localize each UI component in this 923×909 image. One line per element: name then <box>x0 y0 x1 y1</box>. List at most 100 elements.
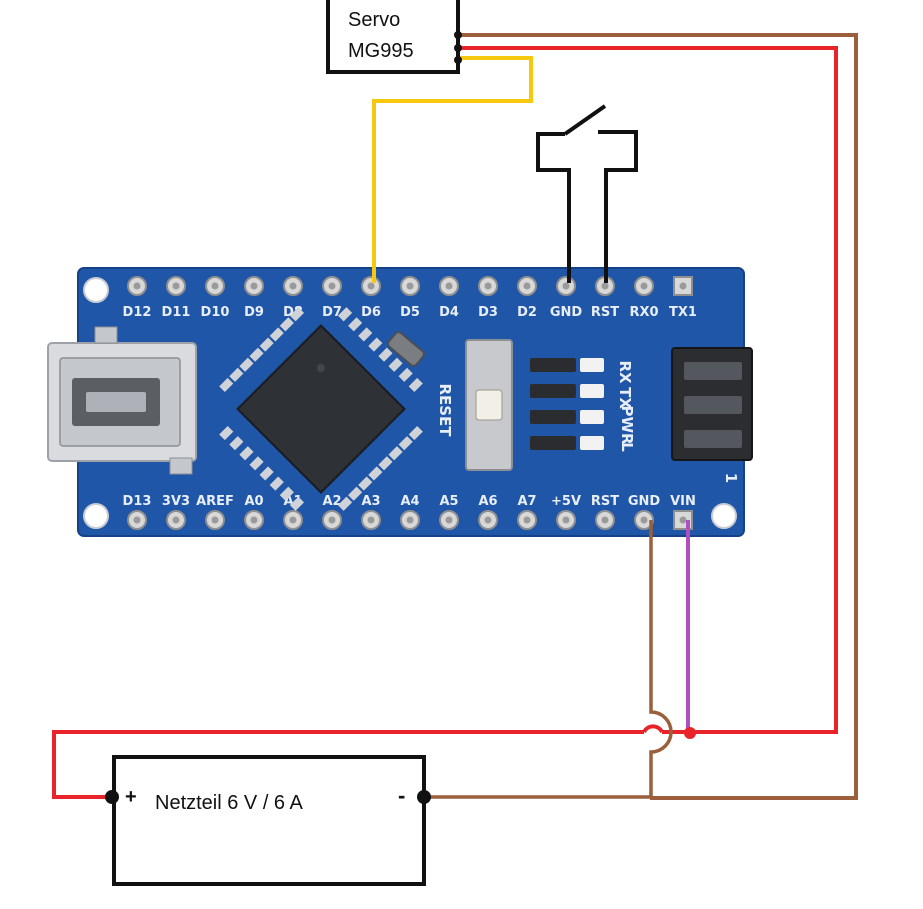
switch-lever <box>563 104 607 136</box>
top-pin-hole <box>406 282 414 290</box>
chip-leg <box>289 496 305 511</box>
top-pin-label: D4 <box>439 305 459 320</box>
chip-leg <box>398 436 413 451</box>
atmega-chip <box>219 307 423 511</box>
chip-leg <box>229 436 244 451</box>
bottom-pin-label: D13 <box>123 494 152 509</box>
plus-terminal-label: + <box>125 786 137 808</box>
top-pin-label: D7 <box>322 305 342 320</box>
top-pin-label: RST <box>591 305 619 320</box>
chip-leg <box>408 377 423 393</box>
chip-leg <box>269 327 284 342</box>
top-pin-label: D2 <box>517 305 537 320</box>
servo-pin <box>454 56 462 64</box>
top-pin-hole <box>445 282 453 290</box>
bottom-pin-hole <box>601 516 609 524</box>
chip-leg <box>279 317 294 332</box>
bottom-pin-hole <box>172 516 180 524</box>
bottom-pin-label: VIN <box>670 494 696 509</box>
led-label-rx: RX <box>616 360 634 384</box>
top-pin-hole <box>367 282 375 290</box>
bottom-pin-hole <box>289 516 297 524</box>
chip-leg <box>378 456 393 471</box>
crystal <box>387 331 425 367</box>
top-pin-hole <box>133 282 141 290</box>
top-pin-hole <box>601 282 609 290</box>
plus-terminal <box>105 790 119 804</box>
chip-leg <box>368 337 383 352</box>
bottom-pin-label: +5V <box>551 494 581 509</box>
power-supply-label: Netzteil 6 V / 6 A <box>155 792 304 814</box>
reset-label: RESET <box>436 383 454 437</box>
chip-leg <box>249 347 264 362</box>
chip-leg <box>259 466 274 481</box>
bottom-pin-label: A3 <box>361 494 380 509</box>
chip-leg <box>368 466 383 481</box>
chip-leg <box>348 317 363 332</box>
signal-wire <box>372 56 533 283</box>
top-pin-hole <box>211 282 219 290</box>
servo-pin <box>454 31 462 39</box>
status-leds: RX TX PWR L <box>530 358 636 452</box>
servo-label-line1: Servo <box>348 9 400 31</box>
bottom-pin-hole <box>133 516 141 524</box>
led-label-pwr: PWR <box>618 405 636 445</box>
top-pin-label: D9 <box>244 305 264 320</box>
top-pin-hole <box>640 282 648 290</box>
top-pin-hole <box>289 282 297 290</box>
bottom-pin-label: GND <box>628 494 661 509</box>
wires <box>52 33 858 800</box>
switch-wire-gnd <box>536 132 571 283</box>
top-pin-hole <box>250 282 258 290</box>
chip-leg <box>388 357 403 372</box>
chip-leg <box>337 496 353 511</box>
wire-crossover-hop <box>642 724 664 734</box>
icsp-header: 1 <box>671 347 753 483</box>
reset-button: RESET <box>436 339 513 471</box>
chip-leg <box>289 307 305 322</box>
mounting-hole <box>83 277 109 303</box>
servo-power-wire <box>458 46 838 734</box>
top-pin-label: D5 <box>400 305 420 320</box>
top-pin-hole <box>523 282 531 290</box>
bottom-pin-label: A7 <box>517 494 536 509</box>
bottom-pin-hole <box>406 516 414 524</box>
minus-terminal-label: - <box>398 783 405 808</box>
chip-leg <box>337 307 353 322</box>
bottom-pin-label: A0 <box>244 494 263 509</box>
chip-leg <box>388 446 403 461</box>
bottom-pin-hole <box>640 516 648 524</box>
top-pin-label: D12 <box>123 305 152 320</box>
servo-box: Servo MG995 <box>326 0 462 74</box>
mounting-hole <box>83 503 109 529</box>
switch-wire-rst <box>598 130 638 283</box>
bottom-pin-hole <box>211 516 219 524</box>
servo-ground-wire <box>458 33 858 800</box>
chip-leg <box>239 357 254 372</box>
bottom-pin-hole <box>523 516 531 524</box>
bottom-pin-label: A2 <box>322 494 341 509</box>
top-pin-label: GND <box>550 305 583 320</box>
power-supply-box: Netzteil 6 V / 6 A + - <box>105 755 431 886</box>
bottom-pin-hole <box>328 516 336 524</box>
bottom-pin-label: 3V3 <box>162 494 190 509</box>
top-pin-hole <box>172 282 180 290</box>
chip-leg <box>239 446 254 461</box>
arduino-ground-wire <box>649 520 673 798</box>
bottom-pin-hole <box>679 516 687 524</box>
bottom-pin-label: RST <box>591 494 619 509</box>
bottom-pin-label: A4 <box>400 494 419 509</box>
junction-dot <box>684 727 696 739</box>
bottom-pin-label: A5 <box>439 494 458 509</box>
mounting-hole <box>711 503 737 529</box>
chip-leg <box>259 337 274 352</box>
top-pin-hole <box>562 282 570 290</box>
top-pin-label: D11 <box>162 305 191 320</box>
bottom-pin-hole <box>445 516 453 524</box>
chip-leg <box>229 367 244 382</box>
chip-leg <box>219 377 234 393</box>
chip-leg <box>358 476 373 491</box>
chip-leg <box>249 456 264 471</box>
